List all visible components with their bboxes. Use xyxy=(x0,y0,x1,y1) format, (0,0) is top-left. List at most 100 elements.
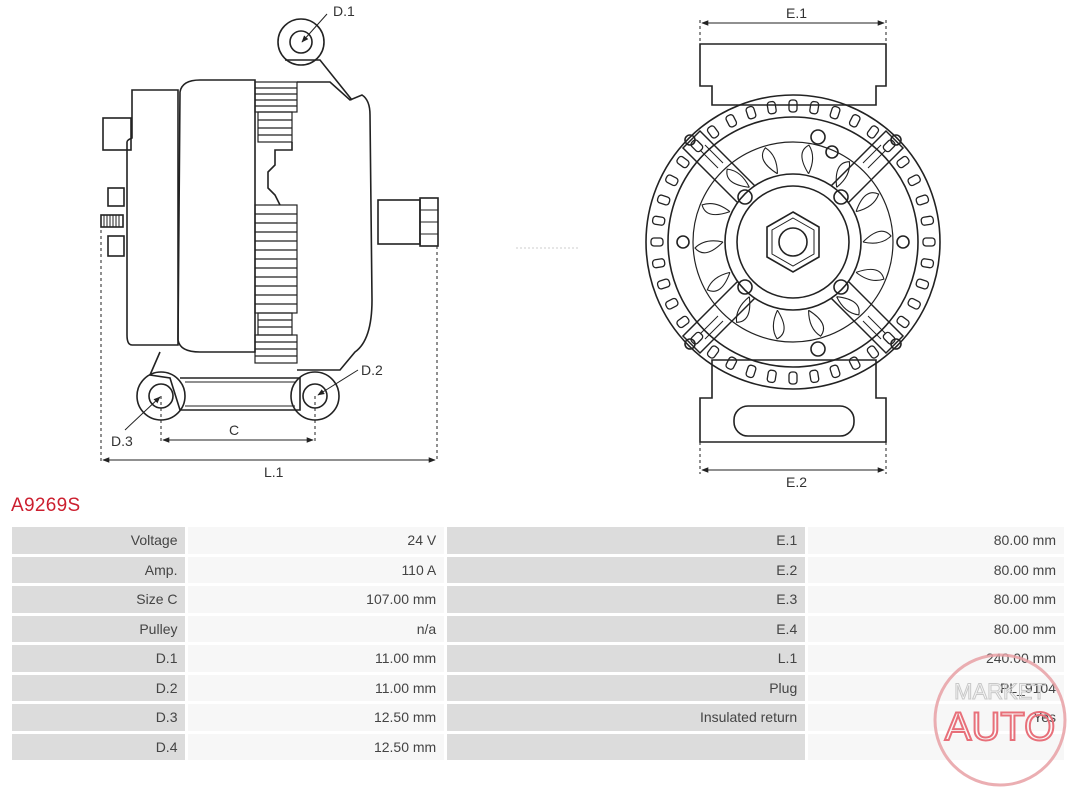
vent-slot xyxy=(725,114,738,128)
fan-blade xyxy=(808,309,825,337)
spec-value-2 xyxy=(808,733,1064,760)
vent-slot xyxy=(656,278,671,290)
spec-label: Amp. xyxy=(12,556,186,583)
vent-slot xyxy=(866,125,880,139)
c-label: C xyxy=(229,422,239,438)
spec-label-2: Insulated return xyxy=(447,704,806,731)
vent-slot xyxy=(920,258,935,269)
vent-slot xyxy=(766,369,777,384)
spec-value-2: 80.00 mm xyxy=(808,586,1064,613)
vent-slot xyxy=(848,114,861,128)
vent-slot xyxy=(829,364,841,379)
spec-value: n/a xyxy=(188,615,445,642)
vent-slot xyxy=(706,125,720,139)
fan-blade xyxy=(835,161,851,188)
spec-label: Size C xyxy=(12,586,186,613)
fan-blade xyxy=(855,268,885,281)
spec-value: 107.00 mm xyxy=(188,586,445,613)
vent-slot xyxy=(915,278,930,290)
vent-slot xyxy=(656,194,671,206)
spec-value-2: 80.00 mm xyxy=(808,615,1064,642)
spec-label: D.2 xyxy=(12,674,186,701)
vent-slot xyxy=(922,237,936,247)
spec-label-2: E.1 xyxy=(447,527,806,554)
fan-blade xyxy=(772,309,785,340)
spec-label: Pulley xyxy=(12,615,186,642)
vent-slot xyxy=(766,100,777,115)
vent-slot xyxy=(915,194,930,206)
fan-blade xyxy=(801,144,814,175)
vent-slot xyxy=(829,105,841,120)
spec-value-2: 80.00 mm xyxy=(808,527,1064,554)
spec-value: 12.50 mm xyxy=(188,704,445,731)
vent-slot xyxy=(690,139,704,153)
d1-label: D.1 xyxy=(333,3,355,19)
vent-slot xyxy=(920,215,935,226)
part-number-title: A9269S xyxy=(11,495,81,516)
spec-label: D.4 xyxy=(12,733,186,760)
vent-slot xyxy=(676,315,690,329)
l1-label: L.1 xyxy=(264,464,284,480)
spec-value-2: 80.00 mm xyxy=(808,556,1064,583)
vent-slot xyxy=(848,356,861,370)
spec-label: D.3 xyxy=(12,704,186,731)
fan-blade xyxy=(836,296,860,316)
spec-label-2: E.4 xyxy=(447,615,806,642)
spec-label: D.1 xyxy=(12,645,186,672)
vent-slot xyxy=(650,237,664,247)
d3-label: D.3 xyxy=(111,433,133,449)
alternator-technical-drawing: D.1 D.2 D.3 C L.1 E.1 E.2 xyxy=(100,3,941,490)
spec-value-2: PL_9104 xyxy=(808,674,1064,701)
spec-label-2 xyxy=(447,733,806,760)
fan-blade xyxy=(706,271,731,292)
vent-slot xyxy=(788,99,798,113)
vent-slot xyxy=(690,331,704,345)
vent-slot xyxy=(896,315,910,329)
fan-blade xyxy=(694,240,724,254)
vent-slot xyxy=(651,258,666,269)
vent-slot xyxy=(809,100,820,115)
vent-slot xyxy=(882,331,896,345)
spec-label-2: Plug xyxy=(447,674,806,701)
vent-slot xyxy=(809,369,820,384)
front-view xyxy=(645,43,941,443)
side-dimensions xyxy=(100,13,438,463)
spec-label: Voltage xyxy=(12,527,186,554)
spec-value: 24 V xyxy=(188,527,445,554)
vent-slot xyxy=(896,155,910,169)
fan-blade xyxy=(735,296,751,323)
side-view xyxy=(100,18,439,421)
front-dimensions xyxy=(516,20,887,474)
d2-label: D.2 xyxy=(361,362,383,378)
vent-slot xyxy=(882,139,896,153)
vent-slot xyxy=(907,174,921,187)
vent-slot xyxy=(745,105,757,120)
vent-slot xyxy=(907,297,921,310)
spec-value: 11.00 mm xyxy=(188,645,445,672)
spec-label-2: E.3 xyxy=(447,586,806,613)
vent-slot xyxy=(651,215,666,226)
e1-label: E.1 xyxy=(786,5,807,21)
spec-value: 110 A xyxy=(188,556,445,583)
vent-slot xyxy=(745,364,757,379)
vent-slot xyxy=(676,155,690,169)
spec-label-2: E.2 xyxy=(447,556,806,583)
vent-slot xyxy=(665,174,679,187)
vent-slot xyxy=(706,345,720,359)
spec-value: 12.50 mm xyxy=(188,733,445,760)
vent-slot xyxy=(725,356,738,370)
vent-slot xyxy=(665,297,679,310)
spec-value: 11.00 mm xyxy=(188,674,445,701)
fan-blade xyxy=(701,203,731,216)
fan-blade xyxy=(855,192,880,213)
vent-slot xyxy=(788,371,798,385)
fan-blade xyxy=(761,147,778,175)
